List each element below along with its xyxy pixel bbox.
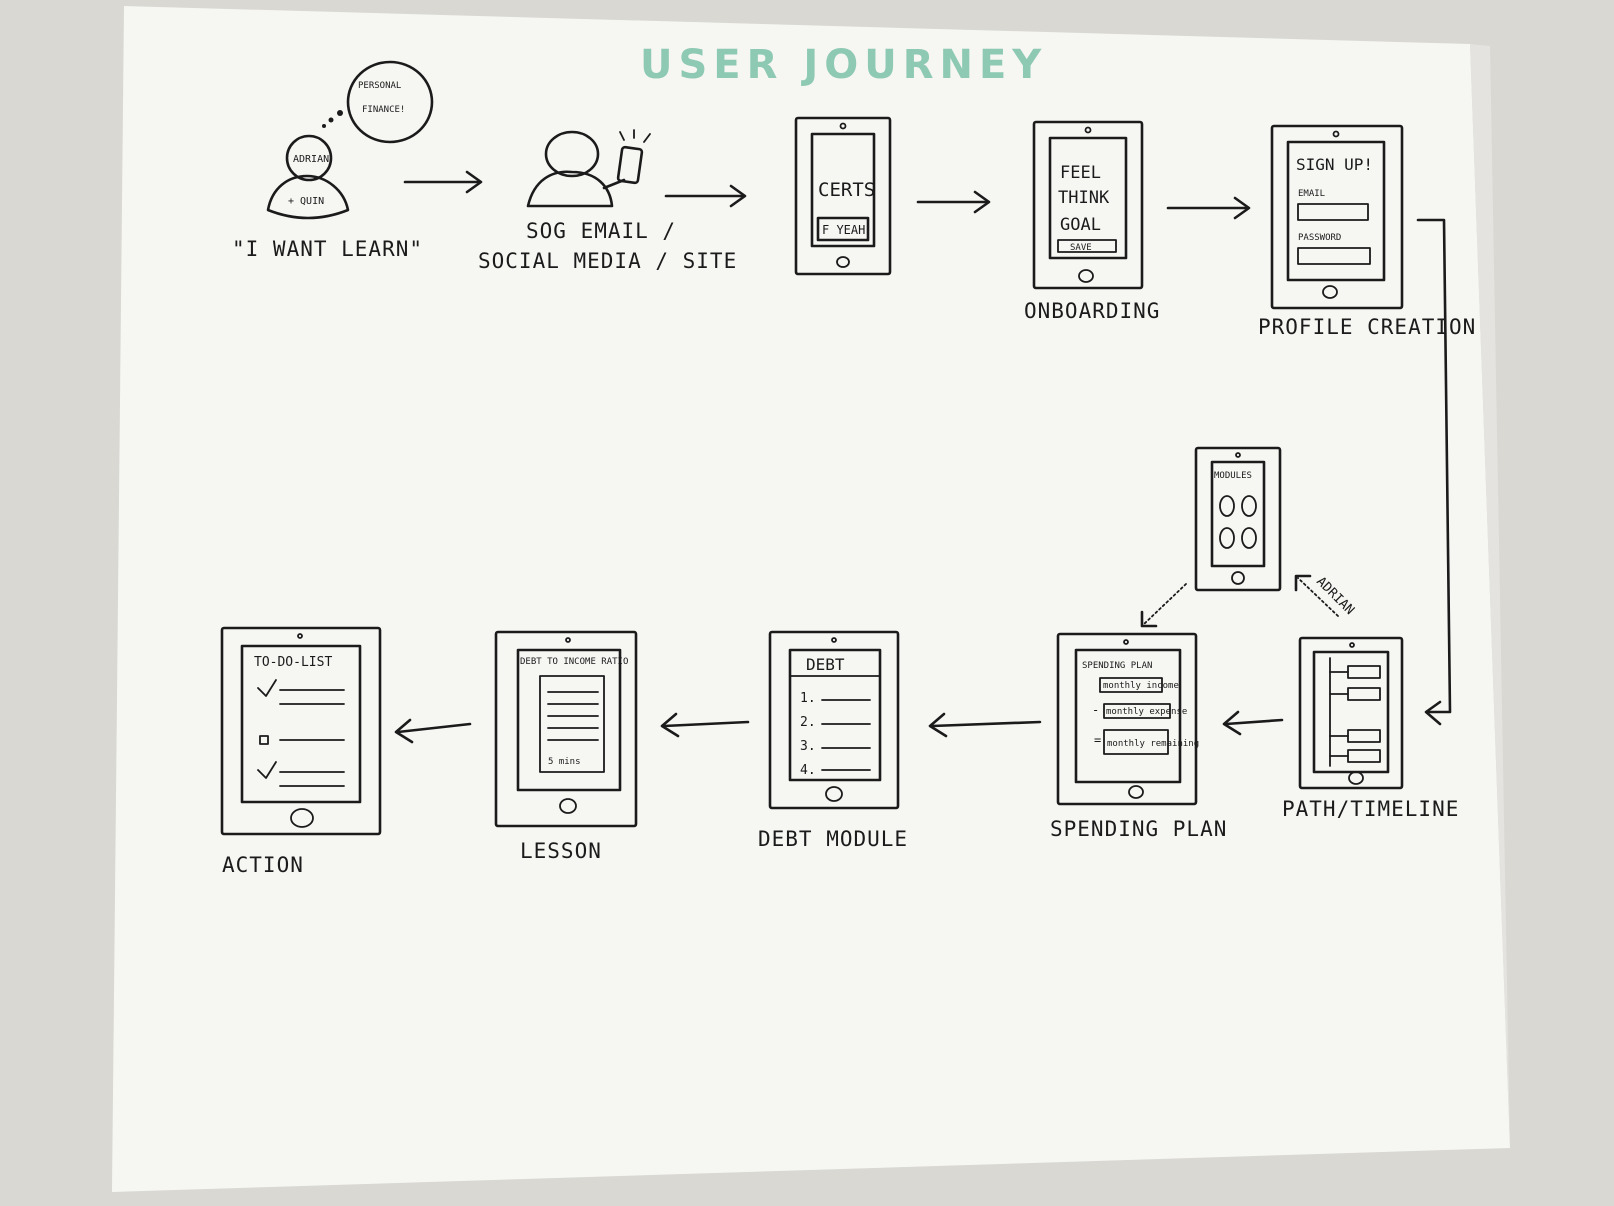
outreach-body bbox=[526, 170, 614, 208]
screen-action: TO-DO-LIST ACTION bbox=[220, 626, 382, 877]
bubble-line-1: PERSONAL bbox=[358, 81, 401, 91]
debt-item-3: 3. bbox=[800, 739, 816, 754]
debt-item-4: 4. bbox=[800, 763, 816, 778]
screen-lesson: DEBT TO INCOME RATIO 5 mins LESSON bbox=[494, 630, 638, 863]
label-debt-module: DEBT MODULE bbox=[758, 827, 908, 851]
label-profile-creation: PROFILE CREATION bbox=[1258, 315, 1476, 339]
label-i-want-learn: "I WANT LEARN" bbox=[232, 237, 423, 261]
certs-title: CERTS bbox=[818, 179, 875, 201]
paper-sheet bbox=[112, 6, 1510, 1192]
outreach-head bbox=[544, 130, 600, 178]
label-action: ACTION bbox=[222, 853, 304, 877]
onb-line-2: THINK bbox=[1058, 188, 1110, 208]
debt-item-1: 1. bbox=[800, 691, 816, 706]
label-lesson: LESSON bbox=[520, 839, 602, 863]
signup-email-label: EMAIL bbox=[1298, 189, 1325, 199]
signup-password-label: PASSWORD bbox=[1298, 233, 1341, 243]
debt-item-2: 2. bbox=[800, 715, 816, 730]
label-spending-plan: SPENDING PLAN bbox=[1050, 817, 1227, 841]
onb-line-1: FEEL bbox=[1060, 163, 1101, 183]
signup-title: SIGN UP! bbox=[1296, 155, 1373, 174]
onb-save: SAVE bbox=[1070, 243, 1092, 253]
arrow-1 bbox=[403, 170, 483, 194]
arrow-9 bbox=[394, 718, 472, 744]
sp-op2: = bbox=[1094, 733, 1101, 747]
phone-icon bbox=[616, 145, 644, 185]
screen-profile-creation: SIGN UP! EMAIL PASSWORD PROFILE CREATION bbox=[1258, 124, 1476, 339]
arrow-5-down bbox=[1416, 218, 1452, 726]
label-path-timeline: PATH/TIMELINE bbox=[1282, 797, 1459, 821]
thought-bubble bbox=[346, 60, 434, 144]
arrow-2 bbox=[664, 184, 747, 208]
dashed-arrow-adrian bbox=[1297, 577, 1339, 617]
arrow-6 bbox=[1222, 710, 1284, 736]
person-body bbox=[266, 174, 350, 220]
sp-box1: monthly income bbox=[1103, 681, 1179, 691]
sp-box2: monthly expense bbox=[1106, 707, 1187, 717]
step-i-want-learn: PERSONAL FINANCE! ADRIAN + QUIN "I WANT … bbox=[232, 60, 434, 261]
lesson-title: DEBT TO INCOME RATIO bbox=[520, 657, 628, 667]
debt-title: DEBT bbox=[806, 655, 845, 674]
bubble-line-2: FINANCE! bbox=[362, 105, 405, 115]
lesson-duration: 5 mins bbox=[548, 757, 581, 767]
todo-title: TO-DO-LIST bbox=[254, 655, 332, 670]
arrow-4 bbox=[1166, 196, 1251, 220]
screen-debt-module: DEBT 1. 2. 3. 4. DEBT MODULE bbox=[758, 630, 908, 851]
screen-path-timeline: PATH/TIMELINE bbox=[1282, 636, 1459, 821]
person-tag: ADRIAN bbox=[293, 154, 329, 165]
step-outreach: SOG EMAIL / SOCIAL MEDIA / SITE bbox=[478, 129, 737, 273]
label-outreach-2: SOCIAL MEDIA / SITE bbox=[478, 249, 737, 273]
screen-spending-plan: SPENDING PLAN monthly income - monthly e… bbox=[1050, 632, 1227, 841]
arrow-3 bbox=[916, 190, 991, 214]
label-outreach-1: SOG EMAIL / bbox=[526, 219, 676, 243]
sp-op1: - bbox=[1092, 703, 1099, 717]
screen-onboarding: FEEL THINK GOAL SAVE ONBOARDING bbox=[1024, 120, 1160, 323]
arrow-8 bbox=[660, 712, 750, 738]
label-onboarding: ONBOARDING bbox=[1024, 299, 1160, 323]
sp-title: SPENDING PLAN bbox=[1082, 661, 1152, 671]
dashed-arrow-modules bbox=[1143, 583, 1187, 625]
person-head bbox=[285, 134, 333, 182]
sp-box3: monthly remaining bbox=[1107, 739, 1199, 749]
onb-line-3: GOAL bbox=[1060, 215, 1101, 235]
modules-title: MODULES bbox=[1214, 471, 1252, 481]
person-sub: + QUIN bbox=[288, 196, 324, 207]
screen-certs: CERTS F YEAH bbox=[794, 116, 892, 276]
certs-button: F YEAH bbox=[822, 223, 865, 237]
arrow-7 bbox=[928, 712, 1042, 738]
page-title: USER JOURNEY bbox=[640, 42, 1047, 88]
